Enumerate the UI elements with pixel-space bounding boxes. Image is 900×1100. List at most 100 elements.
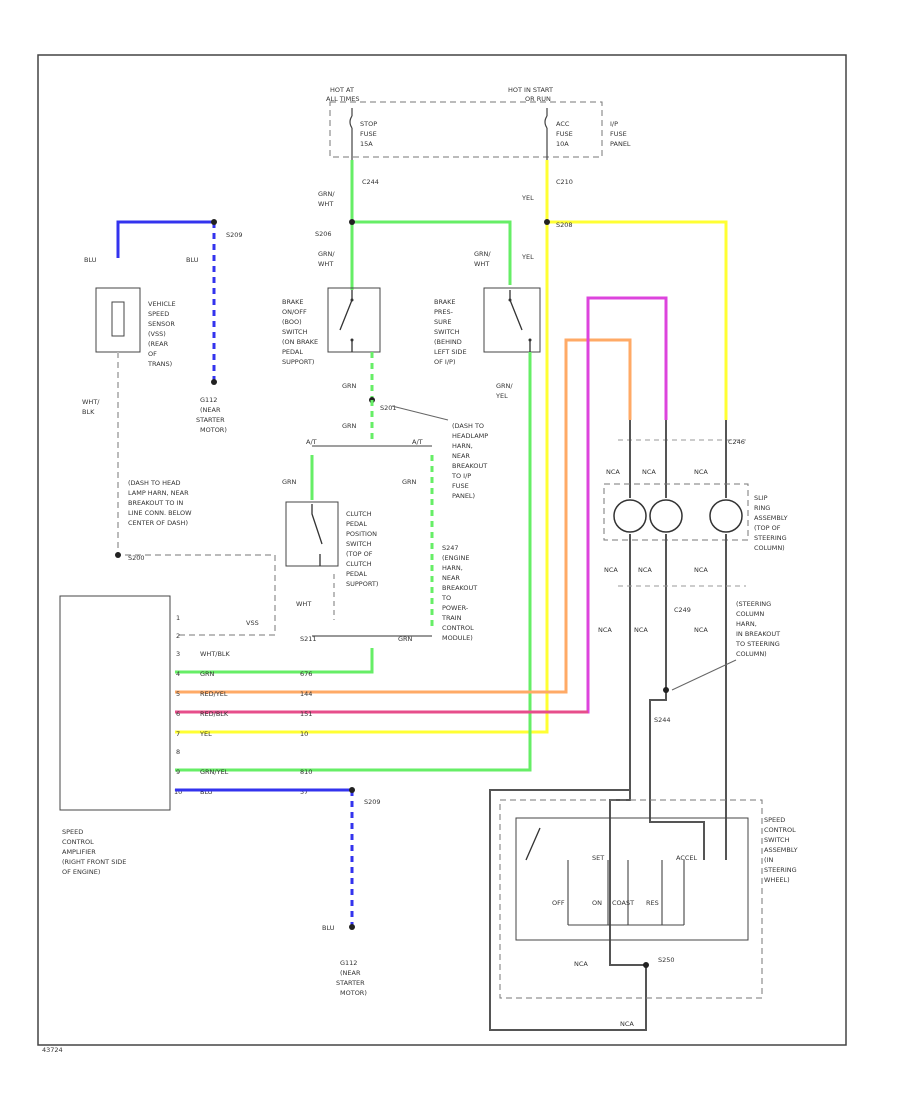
amp-wire-yel: YEL bbox=[199, 730, 212, 738]
bps-label-5: (BEHIND bbox=[434, 338, 462, 346]
s201-label: S201 bbox=[380, 404, 397, 412]
stop-fuse-1: STOP bbox=[360, 120, 377, 128]
bps-label-6: LEFT SIDE bbox=[434, 348, 467, 356]
amp-wire-red-yel: RED/YEL bbox=[200, 690, 228, 698]
slip-ring-box bbox=[603, 483, 749, 541]
amp-pin-3: 3 bbox=[176, 650, 180, 658]
slip-ring-2-icon bbox=[649, 499, 683, 533]
boo-label-5: (ON BRAKE bbox=[282, 338, 318, 346]
bps-label-3: SURE bbox=[434, 318, 452, 326]
dash-headlamp-1: (DASH TO bbox=[452, 422, 484, 430]
vss-label-6: OF bbox=[148, 350, 157, 358]
slip-label-6: COLUMN) bbox=[754, 544, 785, 552]
amp-label-3: AMPLIFIER bbox=[62, 848, 96, 856]
hot-all-times-2: ALL TIMES bbox=[326, 95, 359, 103]
dash-lamp-5: CENTER OF DASH) bbox=[128, 519, 188, 527]
boo-label-6: PEDAL bbox=[282, 348, 303, 356]
dash-lamp-2: LAMP HARN, NEAR bbox=[128, 489, 189, 497]
sw-label-1: SPEED bbox=[764, 816, 785, 824]
slip-label-3: ASSEMBLY bbox=[754, 514, 788, 522]
pin-res: RES bbox=[646, 899, 659, 907]
amp-wire-wht-blk: WHT/BLK bbox=[200, 650, 231, 658]
clutch-label-5: (TOP OF bbox=[346, 550, 373, 558]
amp-cid-3: 151 bbox=[300, 710, 312, 718]
amp-wire-blu: BLU bbox=[200, 788, 213, 796]
clutch-label-1: CLUTCH bbox=[346, 510, 372, 518]
bps-label-1: BRAKE bbox=[434, 298, 456, 306]
bps-label-4: SWITCH bbox=[434, 328, 460, 336]
stop-fuse-icon bbox=[349, 115, 353, 129]
col-label-5: TO STEERING bbox=[735, 640, 780, 648]
bps-switch-icon bbox=[509, 290, 531, 352]
switch-contact-icon bbox=[525, 827, 541, 861]
slip-nca-lower-1: NCA bbox=[604, 566, 618, 574]
s209-lower-splice bbox=[349, 787, 355, 793]
sw-label-7: WHEEL) bbox=[764, 876, 790, 884]
s208-label: S208 bbox=[556, 221, 573, 229]
clutch-label-7: PEDAL bbox=[346, 570, 367, 578]
dash-headlamp-8: PANEL) bbox=[452, 492, 475, 500]
slip-label-4: (TOP OF bbox=[754, 524, 781, 532]
col-label-1: (STEERING bbox=[736, 600, 771, 608]
boo-label-2: ON/OFF bbox=[282, 308, 307, 316]
dash-lamp-3: BREAKOUT TO IN bbox=[128, 499, 183, 507]
clutch-grn-left: GRN bbox=[282, 478, 297, 486]
amp-pin-5: 5 bbox=[176, 690, 180, 698]
dash-lamp-4: LINE CONN. BELOW bbox=[128, 509, 192, 517]
grn-wht-wire-to-bps bbox=[352, 220, 512, 285]
boo-label-1: BRAKE bbox=[282, 298, 304, 306]
slip-label-1: SLIP bbox=[754, 494, 768, 502]
brake-pressure-switch: BRAKE PRES- SURE SWITCH (BEHIND LEFT SID… bbox=[175, 287, 541, 772]
yel-2: YEL bbox=[521, 253, 534, 261]
s208-splice bbox=[544, 219, 550, 225]
amp-label-4: (RIGHT FRONT SIDE bbox=[62, 858, 126, 866]
slip-nca-1: NCA bbox=[606, 468, 620, 476]
g112-lower-4: MOTOR) bbox=[340, 989, 367, 997]
slip-ring-3-icon bbox=[709, 499, 743, 533]
switch-assembly: OFF ON SET COAST RES ACCEL NCA NCA S250 … bbox=[489, 760, 798, 1031]
s250-label: S250 bbox=[658, 956, 675, 964]
dash-headlamp-5: BREAKOUT bbox=[452, 462, 487, 470]
s209-lower-label: S209 bbox=[364, 798, 381, 806]
fuse-panel: HOT AT ALL TIMES HOT IN START OR RUN STO… bbox=[326, 86, 631, 160]
amp-pin-6: 6 bbox=[176, 710, 180, 718]
diagram-frame bbox=[37, 54, 847, 1046]
col-nca-3: NCA bbox=[694, 626, 708, 634]
clutch-grn-right: GRN bbox=[402, 478, 417, 486]
boo-switch-icon bbox=[339, 290, 353, 352]
blu-lower: BLU bbox=[322, 924, 335, 932]
col-label-3: HARN, bbox=[736, 620, 757, 628]
bps-label-7: OF I/P) bbox=[434, 358, 455, 366]
g112-lower-2: (NEAR bbox=[340, 969, 361, 977]
g112-upper-2: (NEAR bbox=[200, 406, 221, 414]
boo-label-3: (BOO) bbox=[282, 318, 302, 326]
pin-off: OFF bbox=[552, 899, 565, 907]
hot-in-start-2: OR RUN bbox=[525, 95, 551, 103]
vss-group: S209 BLU BLU VEHICLE SPEED SENSOR (VSS) … bbox=[82, 219, 276, 636]
clutch-label-6: CLUTCH bbox=[346, 560, 372, 568]
ip-label-1: I/P bbox=[610, 120, 618, 128]
slip-nca-lower-2: NCA bbox=[638, 566, 652, 574]
slip-ring-group: C246 NCA NCA NCA SLIP RING ASSEMBLY (TOP… bbox=[598, 420, 788, 760]
yel-wire-to-slip bbox=[547, 220, 728, 420]
c246-label: C246 bbox=[728, 438, 745, 446]
clutch-switch-box bbox=[285, 501, 339, 567]
amp-cid-5: 810 bbox=[300, 768, 312, 776]
vss-label-5: (REAR bbox=[148, 340, 169, 348]
clutch-switch-group: A/T A/T GRN GRN CLUTCH PEDAL POSITION SW… bbox=[175, 438, 477, 674]
vss-blu-right: BLU bbox=[186, 256, 199, 264]
grn-wht-1b: WHT bbox=[318, 200, 333, 208]
amp-wire-grn-yel: GRN/YEL bbox=[200, 768, 229, 776]
clutch-pin-left: A/T bbox=[306, 438, 317, 446]
g112-ground-upper bbox=[211, 379, 217, 385]
switch-nca: NCA bbox=[574, 960, 588, 968]
col-nca-1: NCA bbox=[598, 626, 612, 634]
wht-blk-1: WHT/ bbox=[82, 398, 100, 406]
grn-wht-2a: GRN/ bbox=[318, 250, 335, 258]
wht-blk-dashed-wire bbox=[117, 352, 276, 636]
s244-label: S244 bbox=[654, 716, 671, 724]
grn-wire-to-amp-pin3 bbox=[175, 648, 374, 674]
grn-yel-mid-2: YEL bbox=[495, 392, 508, 400]
slip-label-2: RING bbox=[754, 504, 770, 512]
dash-headlamp-6: TO I/P bbox=[451, 472, 471, 480]
